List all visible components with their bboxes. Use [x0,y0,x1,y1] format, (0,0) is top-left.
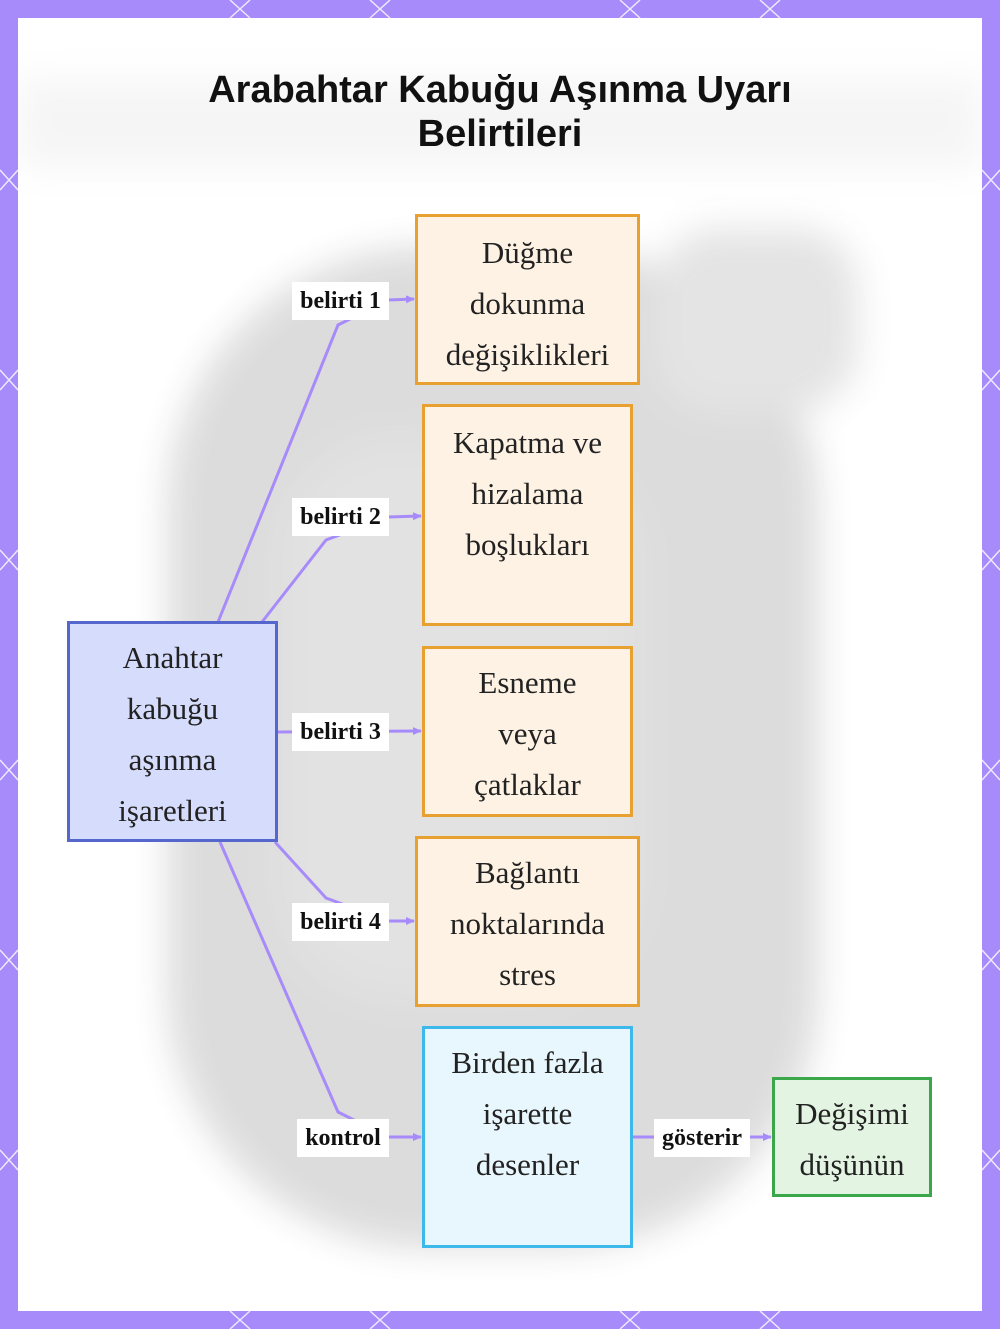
edge-label-symptom3: belirti 3 [292,713,389,751]
node-text-line: kabuğu [126,691,219,726]
node-text-line: dokunma [469,286,586,321]
node-text-line: Bağlantı [474,855,581,890]
node-text-line: veya [498,716,557,751]
node-text-line: aşınma [128,742,217,777]
node-stress-at-attachment-points: Bağlantı noktalarında stres [415,836,640,1007]
node-text-line: işarette [482,1096,573,1131]
node-text-line: noktalarında [450,906,605,941]
node-text-line: boşlukları [465,527,590,562]
node-text-line: değişiklikleri [445,337,610,372]
edge-label-symptom2: belirti 2 [292,498,389,536]
edge-label-indicates: gösterir [654,1119,750,1157]
edge-center-to-symptom1 [216,295,415,623]
title-line-2: Belirtileri [417,113,583,155]
node-text-line: hizalama [471,476,584,511]
edge-center-to-patterns [218,841,422,1141]
node-text-line: stres [499,957,556,992]
edge-label-check: kontrol [297,1119,389,1157]
node-patterns-across-signs: Birden fazla işarette desenler [422,1026,633,1248]
node-consider-replacement: Değişimi düşünün [772,1077,932,1197]
node-text-line: düşünün [799,1147,905,1182]
node-button-feel-changes: Düğme dokunma değişiklikleri [415,214,640,385]
diagram-title: Arabahtar Kabuğu Aşınma Uyarı Belirtiler… [18,68,982,156]
node-text-line: işaretleri [118,793,227,828]
node-text-line: çatlaklar [474,767,581,802]
title-line-1: Arabahtar Kabuğu Aşınma Uyarı [208,69,792,111]
edge-label-symptom4: belirti 4 [292,903,389,941]
node-text-line: Birden fazla [451,1045,604,1080]
node-closure-alignment-gaps: Kapatma ve hizalama boşlukları [422,404,633,626]
node-text-line: desenler [475,1147,580,1182]
node-text-line: Esneme [478,665,577,700]
node-key-shell-wear-signs: Anahtar kabuğu aşınma işaretleri [67,621,278,842]
node-flex-or-cracks: Esneme veya çatlaklar [422,646,633,817]
node-text-line: Değişimi [795,1096,909,1131]
edge-label-symptom1: belirti 1 [292,282,389,320]
node-text-line: Kapatma ve [453,425,602,460]
node-text-line: Düğme [481,235,574,270]
node-text-line: Anahtar [122,640,223,675]
